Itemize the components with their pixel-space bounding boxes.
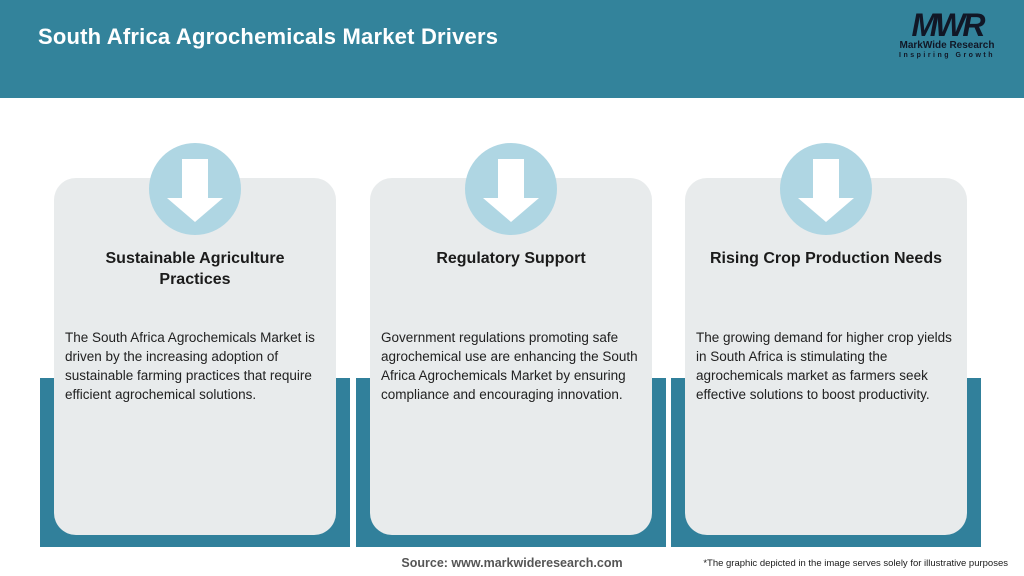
logo-acronym: MWR — [911, 7, 986, 43]
logo-name: MarkWide Research — [899, 40, 995, 51]
markwide-research-logo: MWR MarkWide Research Inspiring Growth — [892, 7, 1002, 60]
disclaimer-note: *The graphic depicted in the image serve… — [703, 558, 1008, 569]
header-banner: South Africa Agrochemicals Market Driver… — [0, 0, 1024, 98]
card-body: Rising Crop Production Needs The growing… — [685, 178, 967, 535]
down-arrow-icon — [149, 143, 241, 235]
driver-card-rising-crop-production: Rising Crop Production Needs The growing… — [671, 0, 981, 576]
card-description: The South Africa Agrochemicals Market is… — [65, 330, 315, 402]
card-body: Sustainable Agriculture Practices The So… — [54, 178, 336, 535]
driver-card-regulatory-support: Regulatory Support Government regulation… — [356, 0, 666, 576]
card-description: The growing demand for higher crop yield… — [696, 330, 952, 402]
down-arrow-icon — [780, 143, 872, 235]
down-arrow-icon — [465, 143, 557, 235]
driver-card-sustainable-agriculture: Sustainable Agriculture Practices The So… — [40, 0, 350, 576]
page-title: South Africa Agrochemicals Market Driver… — [38, 24, 499, 49]
source-attribution: Source: www.markwideresearch.com — [401, 556, 623, 570]
card-title: Regulatory Support — [436, 250, 586, 267]
card-description: Government regulations promoting safe ag… — [381, 330, 638, 402]
card-body: Regulatory Support Government regulation… — [370, 178, 652, 535]
card-title: Sustainable Agriculture Practices — [105, 250, 285, 288]
card-title: Rising Crop Production Needs — [709, 250, 942, 267]
logo-tagline: Inspiring Growth — [899, 52, 995, 59]
